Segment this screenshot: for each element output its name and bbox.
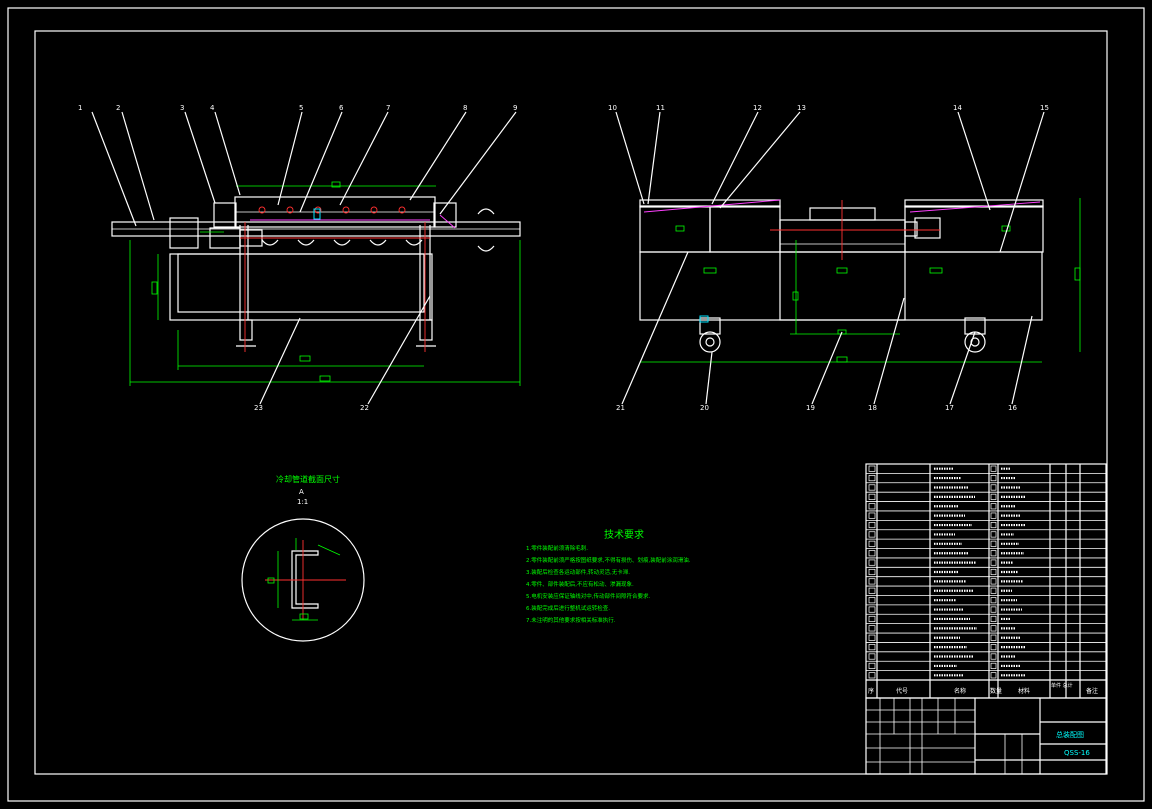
bom-index-box: [868, 550, 876, 557]
balloon: 9: [513, 104, 518, 112]
tech-req-item: 1.零件装配前须清除毛刺.: [526, 546, 588, 552]
bom-qty-box: [990, 465, 997, 472]
bom-index-box: [868, 540, 876, 547]
balloon: 7: [386, 104, 391, 112]
bom-qty-box: [990, 568, 997, 576]
bom-qty-box: [990, 484, 997, 491]
bom-index-box: [868, 493, 876, 500]
bom-header-note: 备注: [1086, 688, 1099, 695]
balloon: 3: [180, 104, 185, 112]
tech-requirements-title: 技术要求: [604, 530, 644, 541]
drawing-code: QSS-16: [1064, 749, 1090, 757]
bom-index-box: [868, 475, 876, 482]
bom-qty-box: [990, 503, 997, 510]
balloon: 6: [339, 104, 344, 112]
bom-qty-box: [990, 540, 997, 547]
drawing-name: 总装配图: [1056, 731, 1084, 739]
bom-index-box: [868, 672, 876, 679]
bom-index-box: [868, 465, 876, 472]
balloon: 8: [463, 104, 468, 112]
tech-req-item: 4.零件、部件装配后,不应有松动、渗漏现象.: [526, 582, 634, 588]
bom-qty-box: [990, 521, 997, 529]
bom-index-box: [868, 615, 876, 623]
tech-req-item: 7.未注明的其他要求按相关标准执行.: [526, 618, 616, 624]
balloon: 20: [700, 404, 709, 412]
bom-index-box: [868, 587, 876, 594]
section-label: A: [299, 488, 304, 496]
front-view-right: [615, 111, 1081, 405]
balloon: 10: [608, 104, 617, 112]
bom-qty-box: [990, 653, 997, 660]
bom-index-box: [868, 568, 876, 576]
bom-header-name: 名称: [954, 688, 967, 695]
tech-req-item: 2.零件装配前须严格按图纸要求,不得有损伤、划痕,装配前涂润滑油.: [526, 558, 691, 564]
bom-qty-box: [990, 625, 997, 632]
bom-header-material: 材料: [1018, 688, 1031, 695]
balloon: 5: [299, 104, 304, 112]
balloon: 12: [753, 104, 762, 112]
balloon: 2: [116, 104, 121, 112]
bom-qty-box: [990, 475, 997, 482]
bom-qty-box: [990, 615, 997, 623]
bom-qty-box: [990, 587, 997, 594]
bom-header-code: 代号: [896, 688, 909, 695]
balloon: 4: [210, 104, 215, 112]
balloon: 21: [616, 404, 625, 412]
bom-index-box: [868, 531, 876, 538]
bom-qty-box: [990, 512, 997, 519]
bom-index-box: [868, 512, 876, 519]
front-view-left: [91, 111, 521, 405]
bom-header-weight: 单件 总计: [1051, 683, 1073, 689]
balloon: 13: [797, 104, 806, 112]
balloon: 17: [945, 404, 954, 412]
bom-qty-box: [990, 597, 997, 604]
bom-qty-box: [990, 662, 997, 669]
bom-qty-box: [990, 672, 997, 679]
bom-index-box: [868, 662, 876, 669]
bom-header-qty: 数量: [990, 688, 1003, 695]
balloon: 15: [1040, 104, 1049, 112]
bom-qty-box: [990, 531, 997, 538]
bom-index-box: [868, 597, 876, 604]
bom-qty-box: [990, 578, 997, 585]
section-title: 冷却管道截面尺寸: [276, 475, 340, 484]
balloon: 18: [868, 404, 877, 412]
bom-index-box: [868, 521, 876, 529]
bom-index-box: [868, 503, 876, 510]
tech-req-item: 3.装配后检查各运动部件,转动灵活,无卡滞.: [526, 570, 630, 576]
balloon: 19: [806, 404, 815, 412]
bom-qty-box: [990, 606, 997, 613]
section-view: [241, 518, 365, 642]
bom-index-box: [868, 606, 876, 613]
bom-index-box: [868, 653, 876, 660]
tech-req-item: 5.电机安装应保证轴线对中,传动部件间隙符合要求.: [526, 594, 651, 600]
bom-table: [865, 463, 1107, 699]
outer-frame: [7, 7, 1145, 802]
bom-index-box: [868, 625, 876, 632]
balloon: 23: [254, 404, 263, 412]
bom-qty-box: [990, 634, 997, 641]
title-block: [865, 697, 1107, 775]
section-scale: 1:1: [297, 498, 309, 506]
balloon: 11: [656, 104, 665, 112]
bom-qty-box: [990, 644, 997, 651]
bom-index-box: [868, 559, 876, 566]
balloon: 14: [953, 104, 962, 112]
bom-index-box: [868, 484, 876, 491]
bom-qty-box: [990, 550, 997, 557]
balloon: 16: [1008, 404, 1017, 412]
bom-index-box: [868, 578, 876, 585]
bom-index-box: [868, 644, 876, 651]
bom-qty-box: [990, 559, 997, 566]
tech-req-item: 6.装配完成后进行整机试运转检查.: [526, 606, 610, 612]
bom-qty-box: [990, 493, 997, 500]
inner-border: [34, 30, 1108, 775]
balloon: 22: [360, 404, 369, 412]
balloon: 1: [78, 104, 83, 112]
bom-header-no: 序: [868, 688, 875, 695]
bom-index-box: [868, 634, 876, 641]
